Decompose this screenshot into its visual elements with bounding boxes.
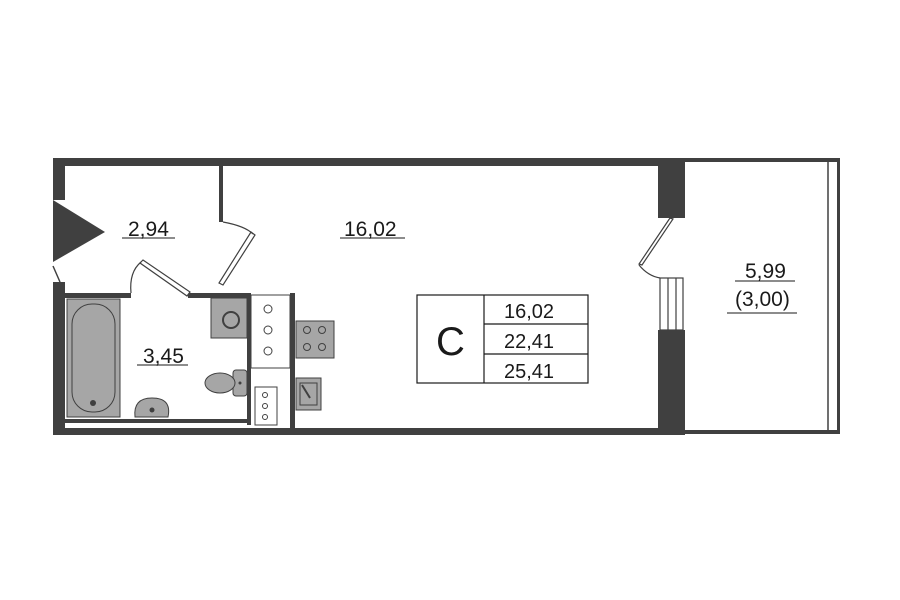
balcony-door-swing xyxy=(638,264,661,279)
balcony-window xyxy=(659,277,684,331)
top-wall xyxy=(53,158,685,166)
balcony-top xyxy=(685,158,840,162)
room-door-swing xyxy=(222,221,254,235)
entrance-arrow-icon xyxy=(53,200,105,262)
kitchen-sink-icon xyxy=(295,377,322,411)
balcony-reduced-area: (3,00) xyxy=(735,288,790,311)
bathroom-bottom-wall xyxy=(65,419,251,423)
living-area: 16,02 xyxy=(504,301,554,323)
bathroom-area: 3,45 xyxy=(143,345,184,368)
left-wall-upper xyxy=(53,158,65,200)
room-door-icon xyxy=(218,231,256,286)
bathroom-top-wall-right xyxy=(188,293,250,298)
kitchen-partition xyxy=(290,293,295,428)
room-labels: 2,94 16,02 3,45 5,99 (3,00) xyxy=(122,218,797,368)
balcony-bottom xyxy=(685,430,840,434)
bathroom-door-swing xyxy=(130,261,142,294)
toilet-icon xyxy=(204,369,248,397)
balcony-wall-lower xyxy=(658,330,685,435)
left-wall-lower xyxy=(53,282,65,434)
balcony-area: 5,99 xyxy=(745,260,786,283)
apartment-type: C xyxy=(436,320,465,364)
balcony-door-icon xyxy=(638,217,674,266)
balcony-outer-edge xyxy=(837,158,840,434)
bathroom-door-icon xyxy=(139,259,191,297)
bathroom-right-wall xyxy=(247,293,251,425)
living-room-area: 16,02 xyxy=(344,218,397,241)
total-area: 25,41 xyxy=(504,361,554,383)
bathtub-icon xyxy=(66,298,121,418)
total-area-no-balcony: 22,41 xyxy=(504,331,554,353)
corridor-wall xyxy=(219,166,223,222)
hallway-area: 2,94 xyxy=(128,218,169,241)
washing-machine-icon xyxy=(210,297,248,339)
walls xyxy=(53,158,840,435)
kitchen-cabinets xyxy=(250,294,291,426)
area-summary-table xyxy=(416,294,589,384)
entrance-door-icon[interactable] xyxy=(52,265,61,283)
bathroom-top-wall-left xyxy=(65,293,131,298)
balcony-wall-upper xyxy=(658,158,685,218)
doors[interactable] xyxy=(130,217,674,297)
stove-icon xyxy=(295,320,335,359)
bottom-wall xyxy=(53,428,685,435)
sink-icon xyxy=(134,397,170,418)
